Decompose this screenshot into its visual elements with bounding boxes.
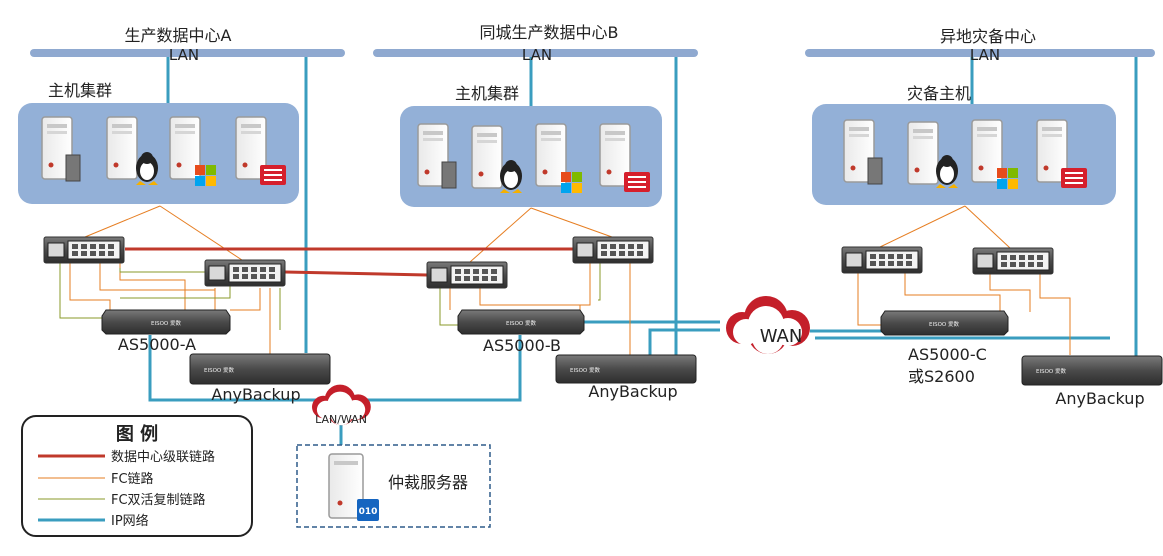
windows-icon <box>195 165 216 186</box>
legend-title: 图 例 <box>116 423 158 445</box>
storage-stack-icon <box>441 161 457 189</box>
windows-icon <box>997 168 1018 189</box>
fc-switch-a1 <box>43 236 125 264</box>
fc-switch-b2 <box>572 236 654 264</box>
lan-bar-c <box>805 49 1155 57</box>
legend-item-label: IP网络 <box>111 513 149 529</box>
arbitration-label: 仲裁服务器 <box>388 473 468 492</box>
fc-switch-a2 <box>204 259 286 287</box>
backup-brand-label: EISOO 爱数 <box>1036 367 1066 375</box>
backup-appliance-a: EISOO 爱数 <box>189 353 331 385</box>
fc-switch-b1 <box>426 261 508 289</box>
arbitration-badge: 010 <box>359 507 378 517</box>
arbitration-badge-icon <box>357 499 379 521</box>
ip-network-lines <box>148 57 1138 445</box>
storage-stack-icon <box>65 154 81 182</box>
linux-icon <box>500 160 522 193</box>
database-list-icon <box>624 172 650 192</box>
backup-brand-label: EISOO 爱数 <box>570 366 600 374</box>
windows-icon <box>561 172 582 193</box>
linux-icon <box>936 155 958 188</box>
lan-label-b: LAN <box>522 46 552 64</box>
legend-item-label: FC链路 <box>111 471 154 487</box>
lan-label-a: LAN <box>169 46 199 64</box>
lan-bar-b <box>373 49 698 57</box>
legend-item-label: 数据中心级联链路 <box>111 449 215 465</box>
storage-label-c-line2: 或S2600 <box>908 367 975 386</box>
legend: 图 例 数据中心级联链路 FC链路 FC双活复制链路 IP网络 <box>21 415 253 537</box>
storage-brand-label: EISOO 爱数 <box>929 320 959 328</box>
cluster-label-a: 主机集群 <box>48 81 112 100</box>
server-group-b <box>417 123 650 193</box>
storage-stack-icon <box>867 157 883 185</box>
arbitration-server <box>328 453 364 519</box>
lan-wan-label: LAN/WAN <box>315 413 367 426</box>
database-list-icon <box>260 165 286 185</box>
backup-label-b: AnyBackup <box>588 382 677 401</box>
storage-brand-label: EISOO 爱数 <box>151 319 181 327</box>
storage-label-c-line1: AS5000-C <box>908 345 987 364</box>
linux-icon <box>136 152 158 185</box>
lan-bar-a <box>30 49 345 57</box>
lan-label-c: LAN <box>970 46 1000 64</box>
backup-brand-label: EISOO 爱数 <box>204 366 234 374</box>
server-group-a <box>41 116 286 186</box>
storage-label-b: AS5000-B <box>483 336 561 355</box>
legend-box <box>21 415 253 537</box>
database-list-icon <box>1061 168 1087 188</box>
legend-item-label: FC双活复制链路 <box>111 492 206 508</box>
cluster-box-b <box>400 106 662 207</box>
datacenter-b-title: 同城生产数据中心B <box>480 23 619 42</box>
wan-label: WAN <box>760 326 803 347</box>
backup-label-a: AnyBackup <box>211 385 300 404</box>
storage-array-a: EISOO 爱数 <box>101 309 231 335</box>
datacenter-cascade-links <box>125 247 573 277</box>
datacenter-a-title: 生产数据中心A <box>125 26 232 45</box>
fc-switch-c1 <box>841 246 923 274</box>
storage-array-b: EISOO 爱数 <box>457 309 585 335</box>
fc-switch-c2 <box>972 247 1054 275</box>
cluster-box-a <box>18 103 299 204</box>
server-group-c <box>843 119 1087 189</box>
backup-appliance-b: EISOO 爱数 <box>555 354 697 384</box>
fc-replication-links <box>59 262 601 330</box>
backup-appliance-c: EISOO 爱数 <box>1021 355 1163 386</box>
datacenter-c-title: 异地灾备中心 <box>940 27 1036 46</box>
storage-array-c: EISOO 爱数 <box>880 310 1009 336</box>
cluster-label-c: 灾备主机 <box>907 84 971 103</box>
arbitration-box <box>296 444 491 528</box>
storage-label-a: AS5000-A <box>118 335 196 354</box>
cluster-label-b: 主机集群 <box>455 84 519 103</box>
backup-label-c: AnyBackup <box>1055 389 1144 408</box>
storage-brand-label: EISOO 爱数 <box>506 319 536 327</box>
